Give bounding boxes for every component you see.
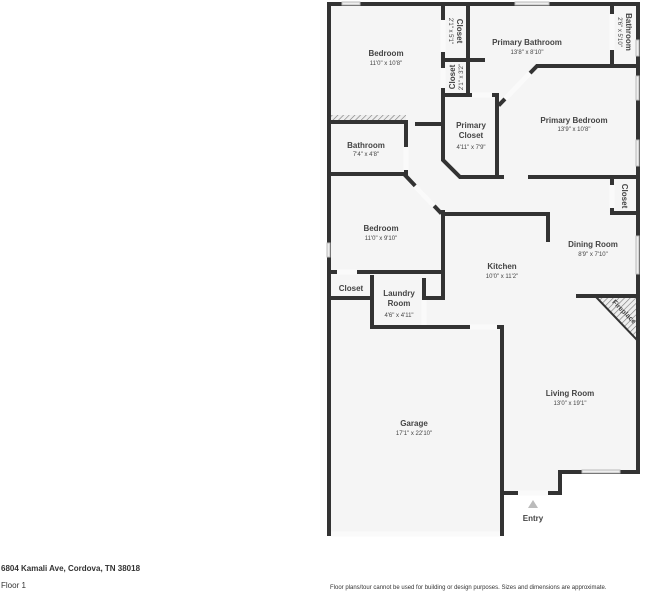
svg-text:13'9" x 10'8": 13'9" x 10'8" (558, 127, 591, 133)
laundry-room-name: Laundry Room (383, 289, 415, 308)
room-living-room: Living Room 13'0" x 19'1" (546, 389, 594, 407)
svg-text:Closet: Closet (455, 19, 464, 44)
windows (326, 1, 640, 474)
svg-text:13'0" x 19'1": 13'0" x 19'1" (554, 401, 587, 407)
room-kitchen: Kitchen 10'0" x 11'2" (486, 262, 518, 280)
svg-text:2'6" x 5'10": 2'6" x 5'10" (616, 17, 622, 47)
svg-text:Bedroom: Bedroom (368, 49, 403, 58)
svg-text:4'11" x 7'9": 4'11" x 7'9" (456, 145, 485, 151)
svg-text:Dining Room: Dining Room (568, 240, 618, 249)
room-bathroom: Bathroom 7'4" x 4'8" (347, 141, 385, 158)
address: 6804 Kamali Ave, Cordova, TN 38018 (1, 564, 141, 573)
room-primary-bedroom: Primary Bedroom 13'9" x 10'8" (540, 116, 607, 133)
hatched-shelf (331, 115, 406, 122)
svg-text:7'4" x 4'8": 7'4" x 4'8" (353, 152, 379, 158)
floor-area (329, 4, 638, 534)
primary-closet-name: Primary Closet (456, 121, 486, 140)
svg-text:Bathroom: Bathroom (624, 13, 633, 51)
disclaimer: Floor plans/tour cannot be used for buil… (330, 585, 607, 591)
room-dining-room: Dining Room 8'9" x 7'10" (568, 240, 618, 258)
room-primary-bathroom: Primary Bathroom 13'8" x 8'10" (492, 38, 562, 56)
room-closet-4: Closet (339, 284, 364, 293)
svg-text:2'1" x 5'1": 2'1" x 5'1" (447, 18, 453, 44)
entry-arrow-icon (528, 500, 538, 508)
svg-text:Kitchen: Kitchen (487, 262, 516, 271)
svg-text:Garage: Garage (400, 419, 428, 428)
door-openings (331, 14, 615, 537)
room-primary-closet: Primary Closet 4'11" x 7'9" (456, 121, 486, 151)
svg-text:2'1" x 3'2": 2'1" x 3'2" (459, 64, 465, 90)
svg-text:10'0" x 11'2": 10'0" x 11'2" (486, 274, 518, 280)
svg-text:8'9" x 7'10": 8'9" x 7'10" (578, 252, 608, 258)
svg-text:Bedroom: Bedroom (363, 224, 398, 233)
room-laundry: Laundry Room 4'6" x 4'11" (383, 289, 415, 319)
svg-text:Living Room: Living Room (546, 389, 594, 398)
svg-text:Closet: Closet (620, 184, 629, 209)
svg-text:Primary Bathroom: Primary Bathroom (492, 38, 562, 47)
room-garage: Garage 17'1" x 22'10" (396, 419, 432, 437)
svg-text:Closet: Closet (448, 64, 457, 89)
room-bedroom-2: Bedroom 11'0" x 9'10" (363, 224, 398, 242)
entry-label: Entry (523, 514, 544, 523)
svg-text:17'1" x 22'10": 17'1" x 22'10" (396, 431, 432, 437)
svg-text:11'0" x 10'8": 11'0" x 10'8" (370, 61, 402, 67)
svg-text:Bathroom: Bathroom (347, 141, 385, 150)
svg-text:4'6" x 4'11": 4'6" x 4'11" (384, 313, 413, 319)
room-bedroom-1: Bedroom 11'0" x 10'8" (368, 49, 403, 67)
svg-text:Closet: Closet (339, 284, 364, 293)
svg-text:13'8" x 8'10": 13'8" x 8'10" (511, 50, 544, 56)
svg-text:Primary Bedroom: Primary Bedroom (540, 116, 607, 125)
floor-label: Floor 1 (1, 581, 26, 590)
room-closet-3: Closet (620, 184, 629, 209)
svg-text:11'0" x 9'10": 11'0" x 9'10" (365, 236, 397, 242)
